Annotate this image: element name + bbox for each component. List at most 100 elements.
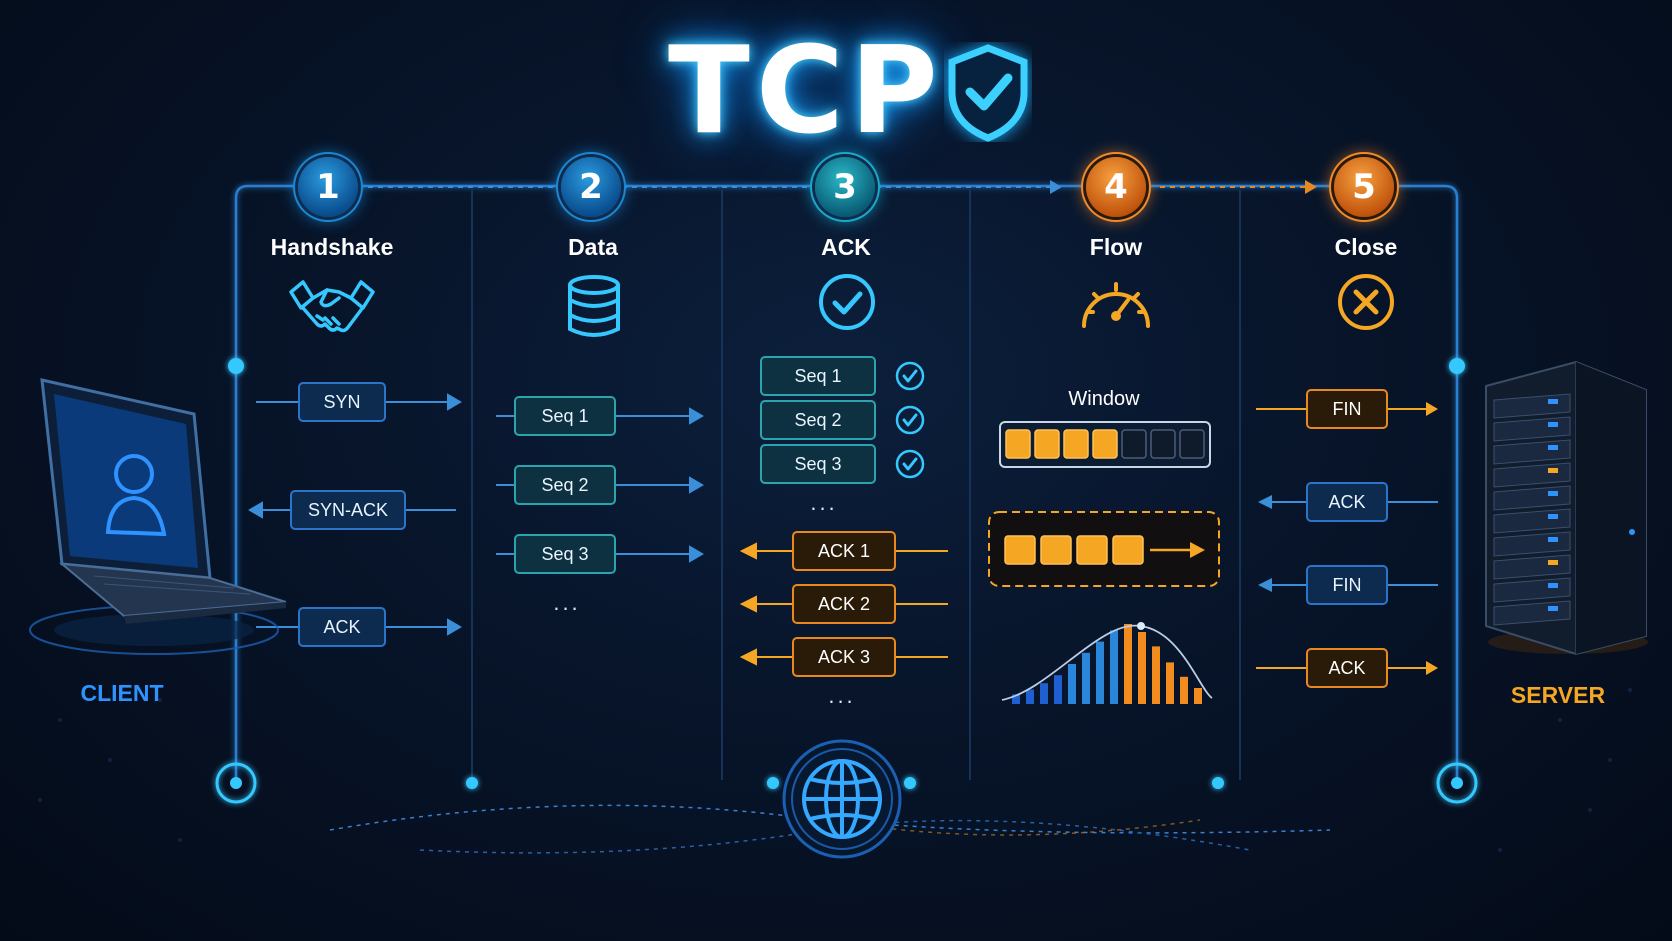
- connector-arrow-orange: [1305, 180, 1317, 194]
- server-led: [1548, 399, 1558, 404]
- window-slot-filled: [1005, 429, 1031, 459]
- server-led: [1548, 445, 1558, 450]
- packet-syn: SYN: [298, 382, 386, 422]
- data-seq-3: Seq 3: [514, 534, 616, 574]
- congestion-bar: [1138, 632, 1146, 704]
- packet-ack: ACK: [298, 607, 386, 647]
- congestion-bar: [1026, 689, 1034, 704]
- burst-blocks: [1004, 535, 1144, 565]
- window-slot-filled: [1092, 429, 1118, 459]
- congestion-bar: [1194, 688, 1202, 704]
- congestion-bars: [1012, 624, 1202, 704]
- server-led: [1548, 537, 1558, 542]
- ack-seq-2: Seq 2: [760, 400, 876, 440]
- congestion-bar: [1124, 624, 1132, 704]
- server-led: [1548, 606, 1558, 611]
- step-2-label: Data: [568, 234, 618, 260]
- burst-block: [1040, 535, 1072, 565]
- step-4-badge: 4: [1086, 157, 1146, 217]
- data-more: ...: [553, 590, 581, 615]
- congestion-bar: [1096, 641, 1104, 704]
- seq-2-check-icon: [895, 405, 925, 435]
- close-fin-1: FIN: [1306, 389, 1388, 429]
- server-led: [1548, 560, 1558, 565]
- congestion-bar: [1012, 694, 1020, 704]
- gauge-icon: [1082, 282, 1150, 328]
- window-slot-empty: [1121, 429, 1147, 459]
- bus-endpoints: [215, 762, 1478, 804]
- connector-arrow-blue: [1050, 180, 1062, 194]
- data-seq-1: Seq 1: [514, 396, 616, 436]
- congestion-bar: [1166, 662, 1174, 704]
- data-seq-2: Seq 2: [514, 465, 616, 505]
- column-dividers: [471, 190, 1241, 780]
- window-slot-filled: [1063, 429, 1089, 459]
- server-led: [1548, 514, 1558, 519]
- laptop-user-icon: [29, 378, 287, 655]
- step-1-badge: 1: [298, 157, 358, 217]
- congestion-bar: [1040, 683, 1048, 704]
- server-label: SERVER: [1510, 682, 1606, 708]
- congestion-curve: [1001, 624, 1213, 701]
- congestion-bar: [1082, 652, 1090, 704]
- congestion-bar: [1068, 664, 1076, 704]
- step-5-badge: 5: [1334, 157, 1394, 217]
- handshake-icon: [289, 280, 375, 333]
- ack-3: ACK 3: [792, 637, 896, 677]
- data-arrows: [496, 407, 704, 563]
- step-3-badge: 3: [815, 157, 875, 217]
- close-arrows: [1256, 402, 1438, 675]
- page-title: TCP: [668, 22, 944, 161]
- window-slot-filled: [1034, 429, 1060, 459]
- burst-arrow-head: [1190, 542, 1205, 558]
- check-circle-icon: [819, 274, 875, 330]
- server-led: [1548, 583, 1558, 588]
- ack-seq-more: ...: [810, 490, 838, 515]
- burst-block: [1076, 535, 1108, 565]
- window-label: Window: [1068, 388, 1140, 410]
- background-dots: [38, 688, 1632, 852]
- step-3-label: ACK: [821, 234, 871, 260]
- congestion-bar: [1152, 646, 1160, 704]
- ack-seq-3: Seq 3: [760, 444, 876, 484]
- close-ack-2: ACK: [1306, 648, 1388, 688]
- close-circle-icon: [1338, 274, 1394, 330]
- ack-seq-1: Seq 1: [760, 356, 876, 396]
- ack-more: ...: [828, 683, 856, 708]
- database-icon: [568, 275, 620, 337]
- close-fin-2: FIN: [1306, 565, 1388, 605]
- handshake-arrows: [248, 393, 462, 636]
- window-slots: [1005, 429, 1205, 459]
- congestion-bar: [1180, 676, 1188, 704]
- burst-block: [1004, 535, 1036, 565]
- window-slot-empty: [1179, 429, 1205, 459]
- close-ack-1: ACK: [1306, 482, 1388, 522]
- packet-syn-ack: SYN-ACK: [290, 490, 406, 530]
- server-rack-icon: [1485, 360, 1648, 656]
- ack-2: ACK 2: [792, 584, 896, 624]
- congestion-chart: [1001, 622, 1213, 704]
- client-label: CLIENT: [80, 680, 164, 706]
- congestion-bar: [1054, 675, 1062, 704]
- step-5-label: Close: [1334, 234, 1398, 260]
- seq-1-check-icon: [895, 361, 925, 391]
- ack-arrows: [739, 542, 948, 666]
- shield-check-icon: [948, 44, 1028, 142]
- server-slots: [1493, 393, 1571, 626]
- ack-1: ACK 1: [792, 531, 896, 571]
- bus-nodes: [228, 358, 1465, 789]
- burst-block: [1112, 535, 1144, 565]
- window-slot-empty: [1150, 429, 1176, 459]
- congestion-bar: [1110, 630, 1118, 704]
- server-led: [1548, 468, 1558, 473]
- step-1-label: Handshake: [270, 234, 394, 260]
- server-led: [1548, 422, 1558, 427]
- server-led: [1548, 491, 1558, 496]
- congestion-peak: [1137, 622, 1145, 630]
- seq-3-check-icon: [895, 449, 925, 479]
- step-2-badge: 2: [561, 157, 621, 217]
- step-4-label: Flow: [1089, 234, 1143, 260]
- globe-icon: [782, 739, 902, 859]
